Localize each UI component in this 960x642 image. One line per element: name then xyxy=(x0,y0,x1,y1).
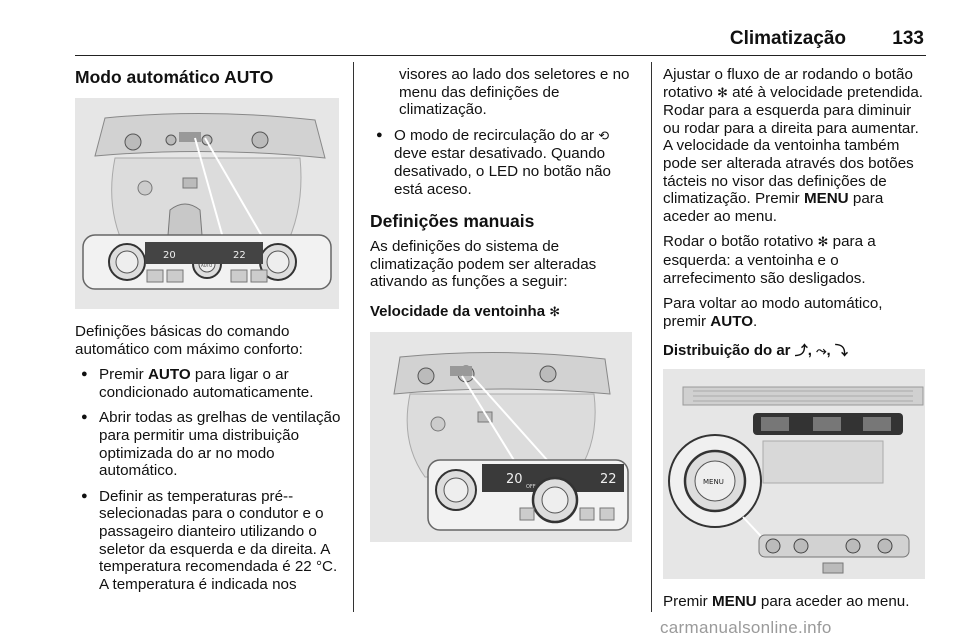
heading-manual-settings: Definições manuais xyxy=(370,211,535,232)
bullet-item: Definir as temperaturas pré--selecionada… xyxy=(75,488,343,594)
fig2-right-temp: 22 xyxy=(600,472,617,487)
section-title: Climatização xyxy=(729,28,846,49)
heading-auto-mode: Modo automático AUTO xyxy=(75,67,274,87)
menu-text: Premir MENU para aceder ao menu. xyxy=(663,592,910,610)
figure-auto-controls: 20 22 AUTO xyxy=(75,98,339,309)
auto-key: AUTO xyxy=(710,312,754,330)
menu-key: MENU xyxy=(803,190,849,208)
fan-off-text: Rodar o botão rotativo ✻ para a esquerda… xyxy=(663,233,876,287)
recirculation-icon: ⟲ xyxy=(598,128,610,144)
bullet-item: Premir AUTO para ligar o ar condicionado… xyxy=(75,366,343,401)
air-distribution-face-icon: ⤳ xyxy=(816,344,827,360)
fig3-knob-label: MENU xyxy=(703,478,724,486)
page-header: Climatização 133 xyxy=(75,28,926,52)
fig2-off-label: OFF xyxy=(526,484,536,490)
air-distribution-windscreen-icon: ⤴ xyxy=(794,344,808,360)
intro-text: Definições básicas do comando automático… xyxy=(75,323,303,358)
bullet-item: Abrir todas as grelhas de ventilação par… xyxy=(75,409,343,479)
air-distribution-feet-icon: ⤵ xyxy=(834,344,848,360)
fig2-left-temp: 20 xyxy=(506,472,523,487)
watermark: carmanualsonline.info xyxy=(660,618,832,637)
subheading-air-distribution: Distribuição do ar ⤴, ⤳, ⤵ xyxy=(663,342,848,360)
bullet-list: O modo de recirculação do ar ⟲ deve esta… xyxy=(370,127,632,198)
return-auto-text: Para voltar ao modo automático, premir A… xyxy=(663,295,883,330)
manual-intro: As definições do sistema de climatização… xyxy=(370,238,597,291)
fig1-left-temp: 20 xyxy=(163,250,176,261)
fan-icon: ✻ xyxy=(717,85,728,101)
fan-knob-illustration: 20 22 OFF xyxy=(370,331,632,542)
fan-icon: ✻ xyxy=(817,235,829,251)
continued-text: visores ao lado dos seletores e no menu … xyxy=(399,66,630,119)
fan-icon: ✻ xyxy=(549,304,561,320)
figure-fan-speed: 20 22 OFF xyxy=(370,331,632,542)
column-1: Modo automático AUTO 20 22 xyxy=(75,66,343,601)
header-rule xyxy=(75,55,926,56)
bullet-list: Premir AUTO para ligar o ar condicionado… xyxy=(75,366,343,593)
column-3: Ajustar o fluxo de ar rodando o botão ro… xyxy=(663,66,929,619)
column-divider xyxy=(651,62,652,612)
climate-panel-illustration: 20 22 AUTO xyxy=(75,98,339,309)
fig1-knob-label: AUTO xyxy=(201,263,212,268)
column-2: visores ao lado dos seletores e no menu … xyxy=(370,66,632,542)
menu-key: MENU xyxy=(711,592,757,610)
menu-knob-illustration: MENU xyxy=(663,368,925,579)
column-divider xyxy=(353,62,354,612)
fan-adjust-text: Ajustar o fluxo de ar rodando o botão ro… xyxy=(663,66,923,225)
figure-air-distribution: MENU xyxy=(663,368,925,579)
page-number: 133 xyxy=(892,28,924,49)
fig1-right-temp: 22 xyxy=(233,250,246,261)
bullet-item: O modo de recirculação do ar ⟲ deve esta… xyxy=(370,127,632,198)
auto-key: AUTO xyxy=(147,366,191,384)
subheading-fan-speed: Velocidade da ventoinha ✻ xyxy=(370,302,561,320)
